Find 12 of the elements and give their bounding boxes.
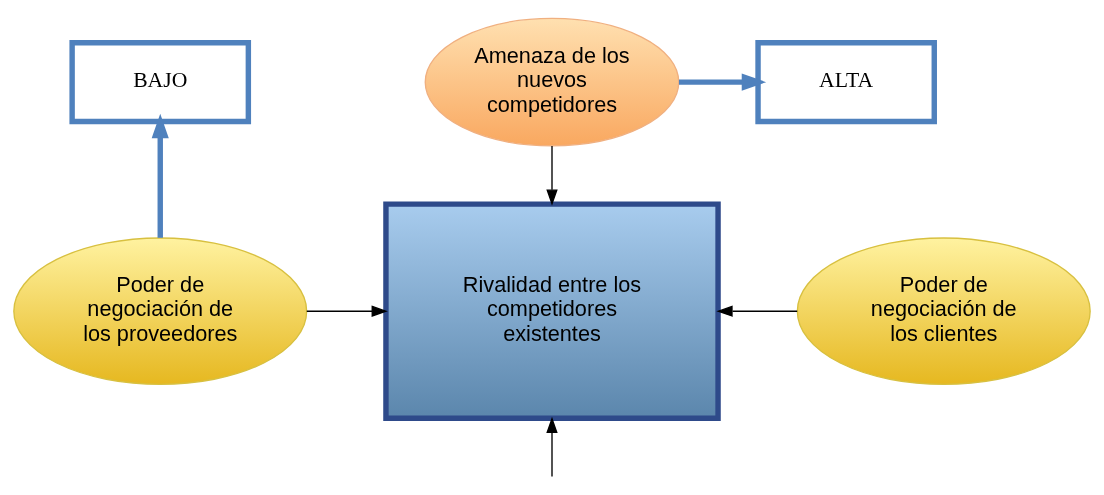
arrow	[306, 305, 388, 317]
node-ellipse: Poder de negociación de los proveedores	[13, 236, 308, 385]
node-ellipse: Poder de negociación de los clientes	[796, 236, 1091, 385]
node-box: Rivalidad entre los competidores existentes	[383, 200, 721, 421]
node-ellipse: Amenaza de los nuevos competidores	[424, 17, 680, 146]
arrow	[546, 144, 558, 206]
node-box: ALTA	[755, 39, 937, 124]
arrow	[716, 305, 798, 317]
arrow	[151, 113, 169, 238]
arrow	[546, 416, 558, 477]
arrow	[679, 73, 767, 91]
node-box: BAJO	[69, 39, 252, 124]
